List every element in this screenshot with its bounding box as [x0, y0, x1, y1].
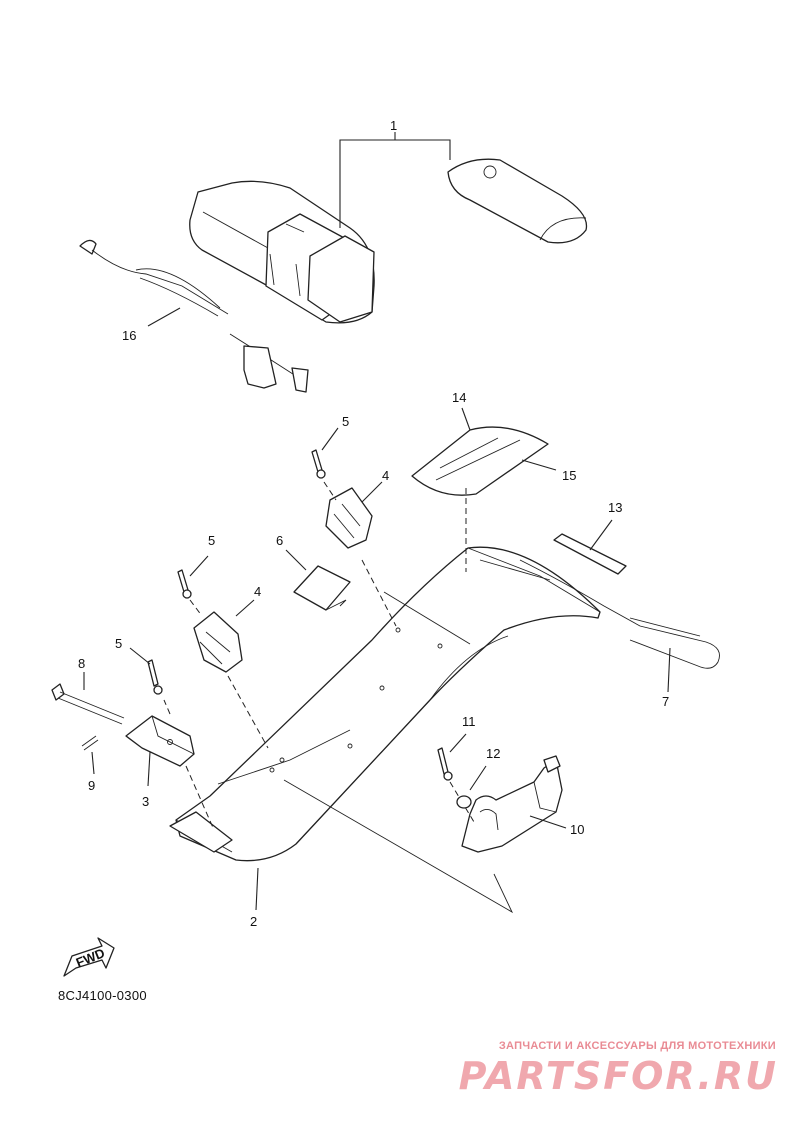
callout-4-upper: 4 — [382, 468, 389, 483]
fwd-arrow-icon: FWD — [63, 937, 115, 977]
callout-6: 6 — [276, 533, 283, 548]
cable-part — [79, 239, 309, 393]
rubber-pad-part — [553, 519, 627, 575]
pad-part — [411, 407, 557, 496]
callout-5-mid: 5 — [208, 533, 215, 548]
callout-15: 15 — [562, 468, 576, 483]
rear-bracket-part — [169, 488, 601, 914]
callout-9: 9 — [88, 778, 95, 793]
screw-part-lower — [129, 647, 163, 695]
screw-part-11 — [437, 733, 475, 823]
callout-11: 11 — [462, 714, 476, 729]
callout-16: 16 — [122, 328, 136, 343]
callout-5-upper: 5 — [342, 414, 349, 429]
callout-14: 14 — [452, 390, 466, 405]
tool-kit-part — [189, 132, 588, 324]
fwd-label: FWD — [74, 945, 107, 970]
label-part — [285, 549, 351, 611]
clip-part-lower — [193, 599, 269, 749]
callout-4-lower: 4 — [254, 584, 261, 599]
collar-part — [456, 765, 487, 809]
callout-3: 3 — [142, 794, 149, 809]
callout-7: 7 — [662, 694, 669, 709]
footer-logo: PARTSFOR.RU — [458, 1054, 778, 1098]
holder-bracket-part — [125, 699, 215, 831]
callout-10: 10 — [570, 822, 584, 837]
callout-13: 13 — [608, 500, 622, 515]
bolt-part — [51, 672, 125, 725]
callout-2: 2 — [250, 914, 257, 929]
callout-12: 12 — [486, 746, 500, 761]
drawing-code: 8CJ4100-0300 — [58, 988, 147, 1003]
clip-part-upper — [325, 481, 397, 627]
callout-1: 1 — [390, 118, 397, 133]
callout-8: 8 — [78, 656, 85, 671]
pin-part — [81, 735, 99, 775]
screw-part-upper — [311, 427, 339, 501]
footer-tagline: ЗАПЧАСТИ И АКСЕССУАРЫ ДЛЯ МОТОТЕХНИКИ — [498, 1040, 776, 1052]
clamp-part — [461, 755, 567, 853]
screw-part-mid — [177, 555, 209, 617]
callout-5-lower: 5 — [115, 636, 122, 651]
rod-hook-part — [519, 559, 720, 693]
